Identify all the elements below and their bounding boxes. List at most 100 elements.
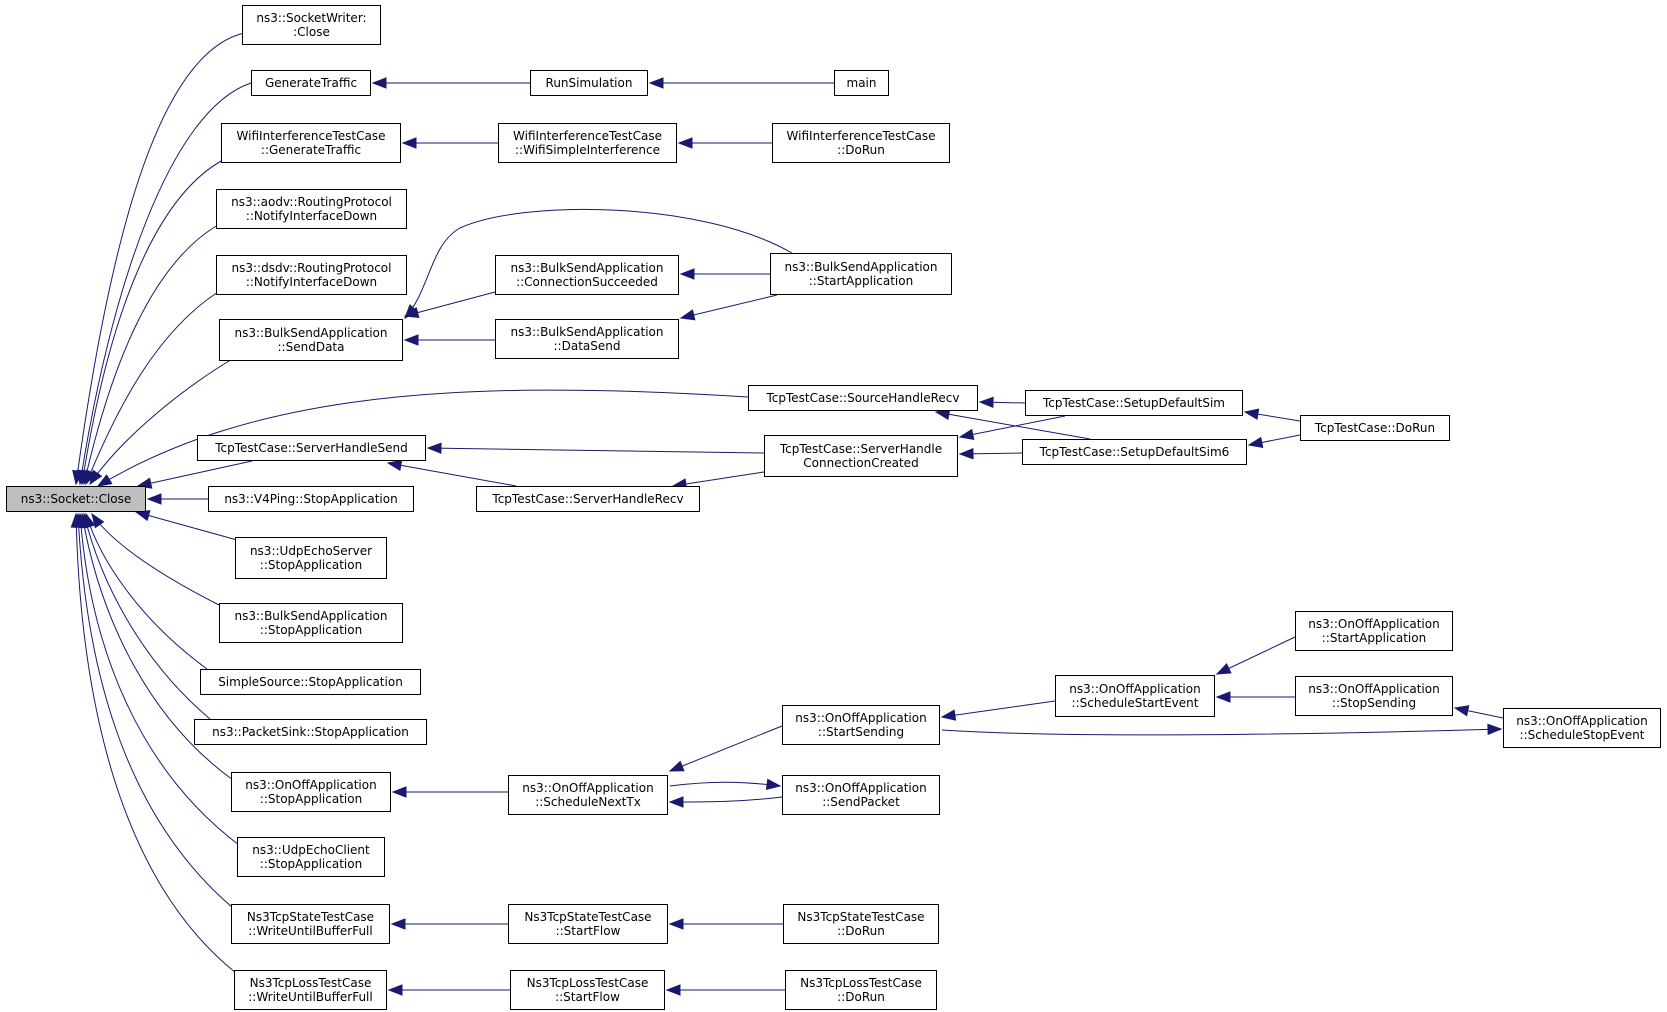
edge-tcp_srvsend-to-root <box>137 460 253 487</box>
node-tcp_srvrecv[interactable]: TcpTestCase::ServerHandleRecv <box>476 486 700 512</box>
node-onoff_nexttx[interactable]: ns3::OnOffApplication::ScheduleNextTx <box>508 775 668 815</box>
node-packet_sink[interactable]: ns3::PacketSink::StopApplication <box>194 719 427 745</box>
node-loss_start[interactable]: Ns3TcpLossTestCase::StartFlow <box>510 970 665 1010</box>
node-label-line: SimpleSource::StopApplication <box>218 675 403 689</box>
edge-tcp_srvrecv-to-tcp_srvsend <box>387 462 517 487</box>
node-tcp_setup[interactable]: TcpTestCase::SetupDefaultSim <box>1025 390 1243 416</box>
node-label-line: ConnectionCreated <box>803 456 919 470</box>
node-tcp_srvsend[interactable]: TcpTestCase::ServerHandleSend <box>197 435 426 461</box>
node-dsdv[interactable]: ns3::dsdv::RoutingProtocol::NotifyInterf… <box>216 255 407 295</box>
node-label-line: ns3::OnOffApplication <box>1069 682 1201 696</box>
arrowhead-v4ping-to-root <box>146 493 162 505</box>
node-label-line: TcpTestCase::ServerHandleRecv <box>492 492 684 506</box>
node-onoff_sendpkt[interactable]: ns3::OnOffApplication::SendPacket <box>782 775 940 815</box>
arrowhead-onoff_nexttx-to-onoff_stop <box>391 786 407 798</box>
node-label-line: ::ScheduleStopEvent <box>1519 728 1645 742</box>
arrowhead-onoff_startsend-to-onoff_nexttx <box>668 760 685 772</box>
node-label-line: ::StartFlow <box>555 990 620 1004</box>
node-label-line: ::ConnectionSucceeded <box>516 275 658 289</box>
node-onoff_startapp[interactable]: ns3::OnOffApplication::StartApplication <box>1295 611 1453 651</box>
node-wifi_simple[interactable]: WifiInterferenceTestCase::WifiSimpleInte… <box>498 123 677 163</box>
arrowhead-loss_write-to-root <box>70 512 83 528</box>
arrowhead-state_dorun-to-state_start <box>668 918 684 930</box>
node-label-line: ns3::SocketWriter: <box>256 11 367 25</box>
arrowhead-bulk_startapp-to-bulk_senddata <box>404 304 419 320</box>
edge-wifi_gen-to-root <box>81 159 224 485</box>
node-loss_write[interactable]: Ns3TcpLossTestCase::WriteUntilBufferFull <box>234 970 387 1010</box>
node-label-line: ns3::OnOffApplication <box>1308 617 1440 631</box>
node-label-line: Ns3TcpStateTestCase <box>246 910 375 924</box>
node-onoff_schedstop[interactable]: ns3::OnOffApplication::ScheduleStopEvent <box>1503 708 1661 748</box>
node-onoff_startsend[interactable]: ns3::OnOffApplication::StartSending <box>782 705 940 745</box>
edge-loss_write-to-root <box>75 513 237 974</box>
edge-bulk_startapp-to-bulk_senddata <box>404 208 793 319</box>
node-label-line: GenerateTraffic <box>264 76 358 90</box>
node-sw_close[interactable]: ns3::SocketWriter::Close <box>242 5 381 45</box>
node-label-line: ::ScheduleNextTx <box>535 795 641 809</box>
node-label-line: ns3::UdpEchoClient <box>252 843 370 857</box>
edge-tcp_setup-to-tcp_srvconn <box>959 415 1066 438</box>
node-loss_dorun[interactable]: Ns3TcpLossTestCase::DoRun <box>785 970 937 1010</box>
arrowhead-bulk_senddata-to-root <box>89 469 103 486</box>
node-label-line: TcpTestCase::ServerHandleSend <box>215 441 408 455</box>
node-state_write[interactable]: Ns3TcpStateTestCase::WriteUntilBufferFul… <box>231 904 390 944</box>
node-tcp_setup6[interactable]: TcpTestCase::SetupDefaultSim6 <box>1022 439 1247 465</box>
node-label-line: TcpTestCase::DoRun <box>1314 421 1436 435</box>
node-bulk_senddata[interactable]: ns3::BulkSendApplication::SendData <box>219 319 403 361</box>
node-v4ping[interactable]: ns3::V4Ping::StopApplication <box>208 486 414 512</box>
node-bulk_stop[interactable]: ns3::BulkSendApplication::StopApplicatio… <box>219 603 403 643</box>
edge-tcp_srvconn-to-tcp_srvsend <box>427 447 765 454</box>
node-label-line: ::GenerateTraffic <box>260 143 362 157</box>
node-label-line: Ns3TcpLossTestCase <box>800 976 922 990</box>
edge-state_write-to-root <box>77 513 234 909</box>
node-label-line: ::DoRun <box>837 924 885 938</box>
node-udp_cli_stop[interactable]: ns3::UdpEchoClient::StopApplication <box>237 837 385 877</box>
arrowhead-onoff_schedstart-to-onoff_startsend <box>940 709 957 721</box>
node-tcp_srcrecv[interactable]: TcpTestCase::SourceHandleRecv <box>748 385 978 411</box>
node-gen_traffic[interactable]: GenerateTraffic <box>251 70 371 96</box>
node-state_start[interactable]: Ns3TcpStateTestCase::StartFlow <box>508 904 668 944</box>
edge-onoff_sendpkt-to-onoff_nexttx <box>669 796 783 803</box>
node-label-line: TcpTestCase::SourceHandleRecv <box>766 391 960 405</box>
node-label-line: ::DoRun <box>837 990 885 1004</box>
edge-bulk_startapp-to-bulk_datasend <box>680 294 778 319</box>
node-simple_src[interactable]: SimpleSource::StopApplication <box>200 669 421 695</box>
node-label-line: ns3::OnOffApplication <box>1516 714 1648 728</box>
edge-sw_close-to-root <box>75 32 245 485</box>
node-tcp_dorun[interactable]: TcpTestCase::DoRun <box>1300 415 1450 441</box>
node-wifi_gen[interactable]: WifiInterferenceTestCase::GenerateTraffi… <box>221 123 401 163</box>
node-root[interactable]: ns3::Socket::Close <box>6 486 146 512</box>
node-onoff_schedstart[interactable]: ns3::OnOffApplication::ScheduleStartEven… <box>1055 675 1215 717</box>
node-onoff_stopsend[interactable]: ns3::OnOffApplication::StopSending <box>1295 676 1453 716</box>
arrowhead-loss_dorun-to-loss_start <box>665 984 681 996</box>
node-run_sim[interactable]: RunSimulation <box>530 70 648 96</box>
node-label-line: WifiInterferenceTestCase <box>236 129 386 143</box>
node-label-line: ns3::PacketSink::StopApplication <box>212 725 409 739</box>
node-label-line: ns3::dsdv::RoutingProtocol <box>231 261 392 275</box>
node-bulk_conn[interactable]: ns3::BulkSendApplication::ConnectionSucc… <box>495 255 679 295</box>
node-label-line: WifiInterferenceTestCase <box>513 129 662 143</box>
node-label-line: ns3::BulkSendApplication <box>234 609 388 623</box>
node-udp_srv_stop[interactable]: ns3::UdpEchoServer::StopApplication <box>235 537 387 579</box>
node-label-line: Ns3TcpLossTestCase <box>249 976 372 990</box>
arrowhead-bulk_datasend-to-bulk_senddata <box>403 334 419 346</box>
node-aodv[interactable]: ns3::aodv::RoutingProtocol::NotifyInterf… <box>216 189 407 229</box>
node-onoff_stop[interactable]: ns3::OnOffApplication::StopApplication <box>231 772 391 812</box>
edge-bulk_stop-to-root <box>91 513 222 607</box>
node-label-line: main <box>846 76 877 90</box>
node-bulk_datasend[interactable]: ns3::BulkSendApplication::DataSend <box>495 319 679 359</box>
node-state_dorun[interactable]: Ns3TcpStateTestCase::DoRun <box>783 904 939 944</box>
arrowhead-bulk_stop-to-root <box>91 512 105 529</box>
node-label-line: ns3::OnOffApplication <box>1308 682 1440 696</box>
node-label-line: ::StopApplication <box>259 623 363 637</box>
node-wifi_dorun[interactable]: WifiInterferenceTestCase::DoRun <box>772 123 950 163</box>
node-label-line: ns3::V4Ping::StopApplication <box>224 492 398 506</box>
node-label-line: ::StartApplication <box>808 274 914 288</box>
node-label-line: ::StopApplication <box>259 857 363 871</box>
node-label-line: Ns3TcpStateTestCase <box>797 910 925 924</box>
node-main[interactable]: main <box>834 70 889 96</box>
node-label-line: ::ScheduleStartEvent <box>1071 696 1199 710</box>
node-bulk_startapp[interactable]: ns3::BulkSendApplication::StartApplicati… <box>770 253 952 295</box>
